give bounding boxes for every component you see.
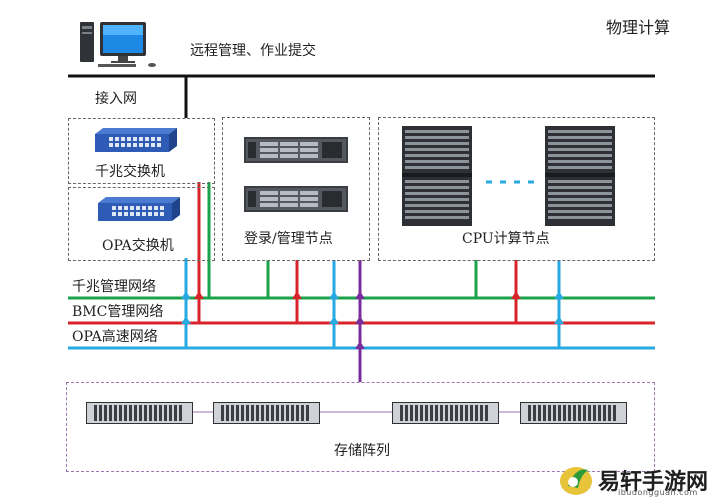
gigabit-switch-box [68, 118, 215, 184]
network-switch-icon [95, 128, 177, 152]
blade-chassis-icon [545, 126, 615, 226]
cpu-node-label: CPU计算节点 [462, 231, 550, 247]
watermark-logo-icon [560, 467, 592, 495]
gigabit-network-label: 千兆管理网络 [72, 279, 156, 295]
opa-network-label: OPA高速网络 [72, 329, 158, 345]
storage-array-icon [392, 402, 499, 424]
rack-server-icon [244, 137, 348, 163]
storage-array-icon [86, 402, 193, 424]
watermark-url: ibudongguan.com [618, 488, 698, 497]
opa-switch-label: OPA交换机 [102, 238, 174, 254]
login-node-box [222, 117, 370, 261]
gigabit-switch-label: 千兆交换机 [95, 164, 165, 180]
storage-array-label: 存储阵列 [334, 443, 390, 459]
opa-switch-box [68, 187, 215, 261]
network-switch-icon [98, 197, 180, 221]
desktop-computer-icon [80, 22, 156, 67]
remote-management-label: 远程管理、作业提交 [190, 43, 316, 59]
login-node-label: 登录/管理节点 [244, 231, 333, 247]
watermark-text: 易轩手游网 [598, 470, 708, 495]
storage-array-box [66, 382, 655, 472]
storage-array-icon [520, 402, 627, 424]
storage-array-icon [213, 402, 320, 424]
access-network-label: 接入网 [95, 91, 137, 107]
blade-chassis-icon [402, 126, 472, 226]
bmc-network-label: BMC管理网络 [72, 304, 164, 320]
cpu-node-box [378, 117, 655, 261]
rack-server-icon [244, 186, 348, 212]
page-title: 物理计算 [605, 18, 670, 37]
